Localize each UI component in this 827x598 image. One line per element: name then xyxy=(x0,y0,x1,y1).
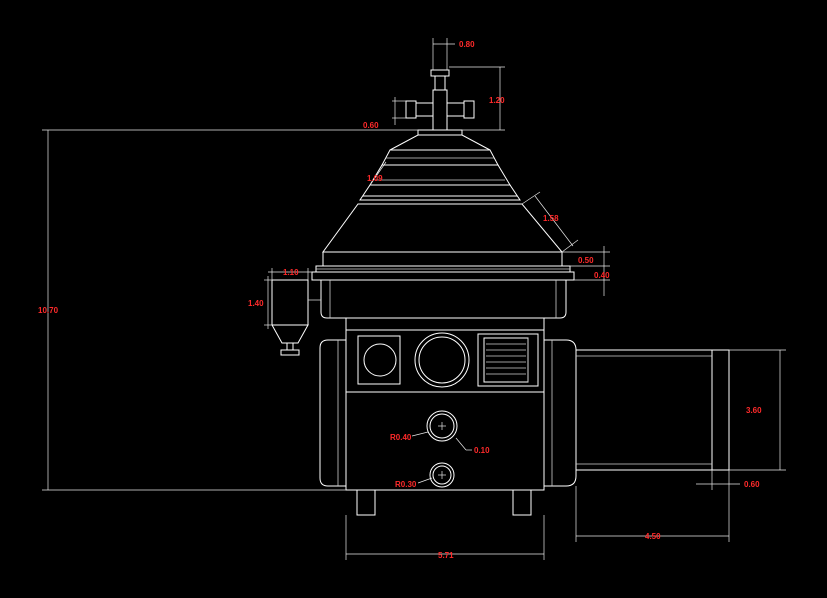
dim-motor-height: 3.60 xyxy=(746,406,762,415)
dim-outlet-height: 1.40 xyxy=(248,299,264,308)
dim-top-width: 0.80 xyxy=(459,40,475,49)
dim-side-valve: 0.60 xyxy=(363,121,379,130)
dimension-labels: 0.80 1.20 0.60 1.09 1.58 0.50 0.40 10.70… xyxy=(38,40,762,560)
dim-lower-port-radius: R0.30 xyxy=(395,480,417,489)
dim-overall-height: 10.70 xyxy=(38,306,59,315)
dim-upper-port-radius: R0.40 xyxy=(390,433,412,442)
dim-cone-lower: 1.58 xyxy=(543,214,559,223)
dim-rim-lower: 0.40 xyxy=(594,271,610,280)
dim-motor-length: 4.50 xyxy=(645,532,661,541)
discharge-spout xyxy=(271,279,321,356)
dim-outlet-width: 1.10 xyxy=(283,268,299,277)
dim-cone-upper: 1.09 xyxy=(367,174,383,183)
motor xyxy=(575,349,730,471)
dim-rim-upper: 0.50 xyxy=(578,256,594,265)
dim-base-width: 5.71 xyxy=(438,551,454,560)
dim-motor-cap: 0.60 xyxy=(744,480,760,489)
dimension-lines xyxy=(42,38,786,560)
dim-port-offset: 0.10 xyxy=(474,446,490,455)
top-fitting xyxy=(405,69,475,136)
dim-top-height: 1.20 xyxy=(489,96,505,105)
machine-body xyxy=(319,317,577,516)
